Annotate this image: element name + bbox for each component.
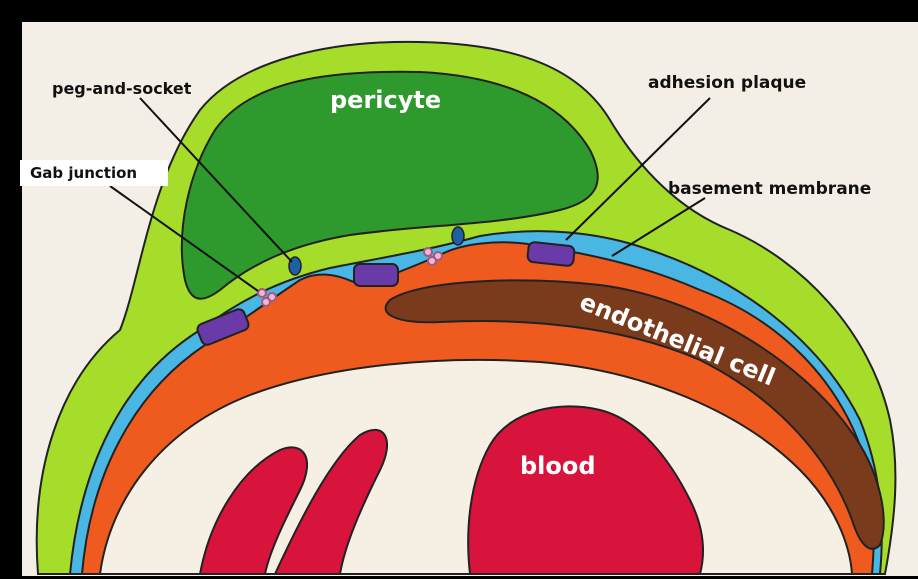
label-adhesion-plaque: adhesion plaque [648, 73, 806, 93]
adhesion-plaque-2 [354, 264, 398, 286]
label-peg-and-socket: peg-and-socket [52, 79, 192, 98]
label-gab-junction: Gab junction [30, 164, 137, 182]
label-pericyte: pericyte [330, 86, 441, 114]
peg-2 [452, 227, 464, 245]
adhesion-plaque-3 [527, 242, 575, 267]
label-basement-membrane: basement membrane [668, 179, 871, 199]
label-blood: blood [520, 452, 596, 480]
